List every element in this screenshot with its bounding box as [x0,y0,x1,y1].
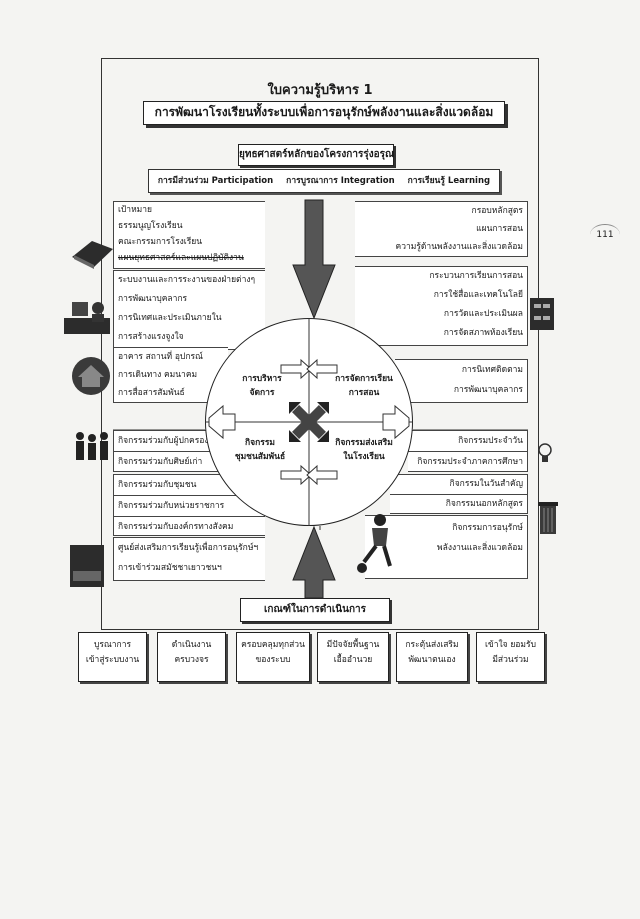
right-teaching-panel: กระบวนการเรียนการสอน การใช้สื่อและเทคโนโ… [355,266,528,346]
down-arrow-icon [292,199,336,320]
page-number: 111 [590,224,620,245]
list-item: เป้าหมาย [118,205,153,215]
right-curriculum-panel: กรอบหลักสูตร แผนการสอน ความรู้ด้านพลังงา… [355,201,528,257]
criteria-label: ครอบคลุมทุกส่วน [241,640,305,650]
right-activities-panel-1: กิจกรรมประจำวัน กิจกรรมประจำภาคการศึกษา [408,430,528,472]
list-item: กิจกรรมร่วมกับศิษย์เก่า [118,457,203,467]
criteria-label: บูรณาการ [93,640,132,650]
list-item: การสร้างแรงจูงใจ [118,332,184,342]
left-community-panel-2: กิจกรรมร่วมกับชุมชน กิจกรรมร่วมกับหน่วยร… [113,474,265,536]
list-item: ธรรมนูญโรงเรียน [118,221,183,231]
left-facilities-panel: อาคาร สถานที่ อุปกรณ์ การเดินทาง คมนาคม … [113,347,228,403]
criteria-label: เอื้ออำนวย [333,655,373,665]
criteria-label: เข้าสู่ระบบงาน [85,655,140,665]
filing-cabinet-icon [530,298,554,330]
quadrant-community: กิจกรรม ชุมชนสัมพันธ์ [222,436,298,464]
list-item: การสื่อสารสัมพันธ์ [118,388,185,398]
family-icon [76,432,108,460]
list-item: การวัดและประเมินผล [443,309,523,319]
left-system-panel: ระบบงานและการระงานของฝ่ายต่างๆ การพัฒนาบ… [113,270,265,350]
quadrant-label: ในโรงเรียน [343,452,385,462]
strategy-title: ยุทธศาสตร์หลักของโครงการรุ่งอรุณ [238,144,394,166]
list-item: กิจกรรมการอนุรักษ์ [452,523,523,533]
quadrant-label: กิจกรรม [244,438,275,448]
principle-learning: การเรียนรู้ Learning [407,176,491,186]
list-item: การเดินทาง คมนาคม [118,370,198,380]
quadrant-label: การบริหาร [242,374,282,384]
criteria-box: บูรณาการ เข้าสู่ระบบงาน [78,632,147,682]
list-item: กิจกรรมร่วมกับชุมชน [114,475,265,496]
sheet-heading: ใบความรู้บริหาร 1 [267,83,373,98]
list-item: การใช้สื่อและเทคโนโลยี [433,290,523,300]
list-item: กิจกรรมประจำวัน [408,431,527,452]
list-item: กิจกรรมร่วมกับหน่วยราชการ [114,496,265,517]
criteria-label: มีส่วนร่วม [492,655,529,665]
quadrant-label: การสอน [348,388,380,398]
criteria-box: กระตุ้นส่งเสริม พัฒนาตนเอง [396,632,468,682]
soccer-player-icon [357,514,392,573]
criteria-label: มีปัจจัยพื้นฐาน [326,640,380,650]
criteria-title: เกณฑ์ในการดำเนินการ [240,598,390,622]
list-item: การนิเทศและประเมินภายใน [118,313,222,323]
quadrant-teaching: การจัดการเรียน การสอน [326,372,402,400]
principles-bar: การมีส่วนร่วม Participation การบูรณาการ … [148,169,500,193]
principle-integration: การบูรณาการ Integration [286,176,395,186]
quadrant-school-activities: กิจกรรมส่งเสริม ในโรงเรียน [324,436,404,464]
list-item: คณะกรรมการโรงเรียน [118,237,203,247]
quadrant-label: การจัดการเรียน [335,374,393,384]
principle-participation: การมีส่วนร่วม Participation [157,176,274,186]
main-title: การพัฒนาโรงเรียนทั้งระบบเพื่อการอนุรักษ์… [143,101,505,125]
list-item: ความรู้ด้านพลังงานและสิ่งแวดล้อม [395,242,523,252]
list-item: แผนยุทธศาสตร์และแผนปฏิบัติงาน [118,253,244,263]
cross-icon [289,402,329,442]
criteria-label: ของระบบ [255,655,291,665]
right-supervision-panel: การนิเทศติดตาม การพัฒนาบุคลากร [395,359,528,403]
book-icon [72,241,113,269]
list-item: กิจกรรมนอกหลักสูตร [445,499,523,509]
list-item: การเข้าร่วมสมัชชาเยาวชนฯ [118,563,222,573]
criteria-label: ดำเนินงาน [171,640,212,650]
up-arrow-icon [292,525,336,599]
quadrant-label: กิจกรรมส่งเสริม [335,438,393,448]
left-community-panel-1: กิจกรรมร่วมกับผู้ปกครอง กิจกรรมร่วมกับศิ… [113,430,219,472]
house-icon [72,357,110,395]
criteria-box: ดำเนินงาน ครบวงจร [157,632,226,682]
list-item: กิจกรรมร่วมกับผู้ปกครอง [114,431,219,452]
left-learning-center-panel: ศูนย์ส่งเสริมการเรียนรู้เพื่อการอนุรักษ์… [113,537,265,581]
list-item: พลังงานและสิ่งแวดล้อม [437,543,523,553]
criteria-label: พัฒนาตนเอง [408,655,456,665]
list-item: ศูนย์ส่งเสริมการเรียนรู้เพื่อการอนุรักษ์… [118,543,259,553]
list-item: การพัฒนาบุคลากร [118,294,188,304]
poster-icon [70,545,104,587]
list-item: การนิเทศติดตาม [461,365,523,375]
criteria-box: ครอบคลุมทุกส่วน ของระบบ [236,632,310,682]
criteria-label: กระตุ้นส่งเสริม [405,640,459,650]
right-conservation-panel: กิจกรรมการอนุรักษ์ พลังงานและสิ่งแวดล้อม [365,515,528,579]
list-item: กิจกรรมในวันสำคัญ [390,475,527,495]
list-item: อาคาร สถานที่ อุปกรณ์ [118,352,203,362]
quadrant-label: จัดการ [249,388,275,398]
center-diagram [205,318,413,526]
quadrant-management: การบริหาร จัดการ [230,372,294,400]
diagram-frame [101,58,539,630]
list-item: การจัดสภาพห้องเรียน [443,328,523,338]
list-item: ระบบงานและการระงานของฝ่ายต่างๆ [118,275,256,285]
list-item: กรอบหลักสูตร [471,206,523,216]
right-activities-panel-2: กิจกรรมในวันสำคัญ กิจกรรมนอกหลักสูตร [390,474,528,514]
criteria-box: เข้าใจ ยอมรับ มีส่วนร่วม [476,632,545,682]
left-goals-panel: เป้าหมาย ธรรมนูญโรงเรียน คณะกรรมการโรงเร… [113,201,265,269]
criteria-box: มีปัจจัยพื้นฐาน เอื้ออำนวย [317,632,389,682]
list-item: กิจกรรมร่วมกับองค์กรทางสังคม [118,522,234,532]
lightbulb-icon [538,443,552,462]
trash-bin-icon [538,502,558,534]
list-item: กระบวนการเรียนการสอน [429,271,523,281]
list-item: แผนการสอน [476,224,523,234]
criteria-label: ครบวงจร [174,655,209,665]
list-item: การพัฒนาบุคลากร [453,385,523,395]
criteria-label: เข้าใจ ยอมรับ [485,640,536,650]
office-icon [64,302,110,334]
list-item: กิจกรรมประจำภาคการศึกษา [417,457,523,467]
quadrant-label: ชุมชนสัมพันธ์ [234,452,286,462]
